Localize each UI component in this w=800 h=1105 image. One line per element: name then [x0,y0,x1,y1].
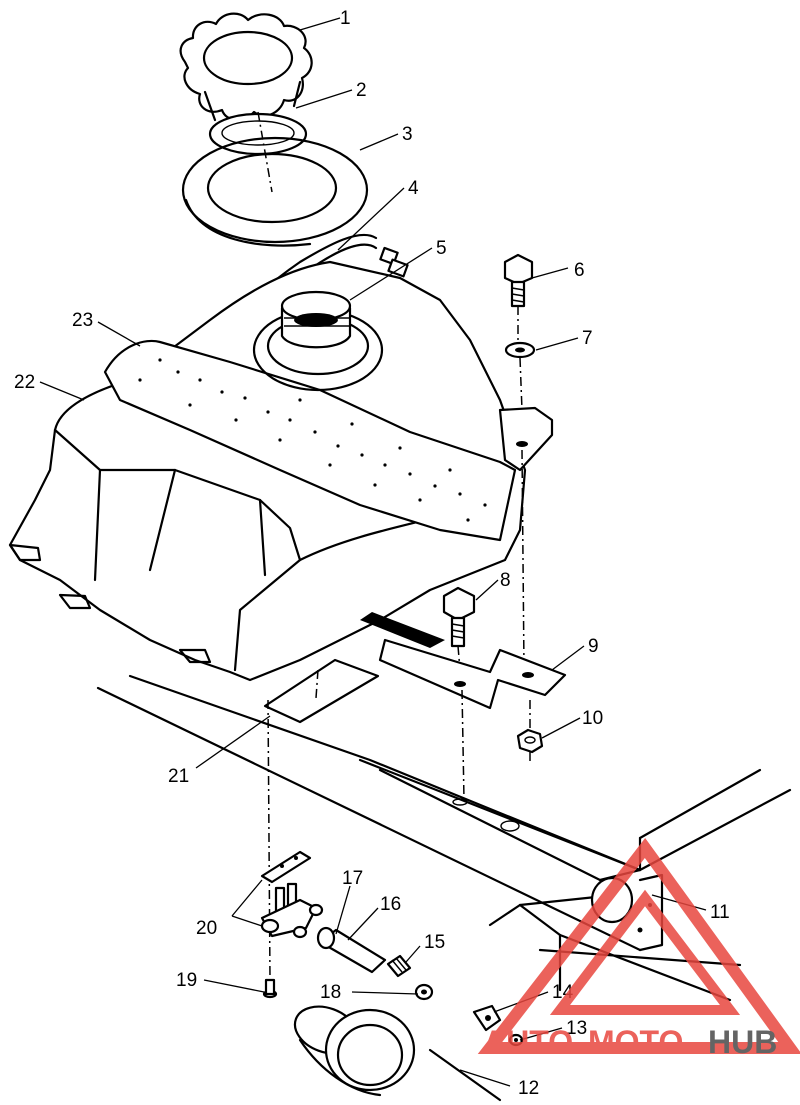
callout-16: 16 [380,894,401,915]
cap-seal [208,112,308,156]
fuel-valve-20 [260,850,324,939]
callout-19: 19 [176,970,197,991]
screw-19 [262,978,278,999]
callout-17: 17 [342,868,363,889]
hose-clamp-15 [386,954,412,978]
callout-3: 3 [402,124,413,145]
callout-9: 9 [588,636,599,657]
fuel-hose-16 [316,926,387,974]
watermark-moto: MOTO [588,1024,683,1060]
watermark: AUTO MOTO HUB [477,837,800,1060]
callout-22: 22 [14,372,35,393]
callout-13: 13 [566,1018,587,1039]
callout-numbers: 1 2 3 4 5 6 7 8 9 10 11 12 13 14 15 16 1… [14,8,730,1099]
callout-4: 4 [408,178,419,199]
callout-21: 21 [168,766,189,787]
mount-bracket-9 [360,612,567,801]
callout-15: 15 [424,932,445,953]
callout-2: 2 [356,80,367,101]
watermark-hub: HUB [708,1024,777,1060]
callout-6: 6 [574,260,585,281]
callout-10: 10 [582,708,603,729]
callout-1: 1 [340,8,351,29]
fuel-cap [179,12,313,122]
watermark-auto: AUTO [483,1024,573,1060]
bolt-6 [503,253,534,340]
callout-20: 20 [196,918,217,939]
leader-lines [39,17,707,1087]
tank-mount-tab [498,406,554,669]
callout-12: 12 [518,1078,539,1099]
clip-14 [472,1004,502,1032]
callout-7: 7 [582,328,593,349]
callout-8: 8 [500,570,511,591]
callout-5: 5 [436,238,447,259]
warning-triangle-logo [477,837,800,1054]
washer-7 [504,341,536,411]
tank-gasket [181,111,369,247]
fuel-tank [8,260,527,682]
nut-10 [516,700,544,762]
fuel-filter-18 [414,983,434,1001]
callout-23: 23 [72,310,93,331]
callout-18: 18 [320,982,341,1003]
frame-lines [96,674,792,1102]
callout-11: 11 [710,902,730,923]
air-box-12 [293,1005,416,1097]
bolt-8 [442,586,476,671]
